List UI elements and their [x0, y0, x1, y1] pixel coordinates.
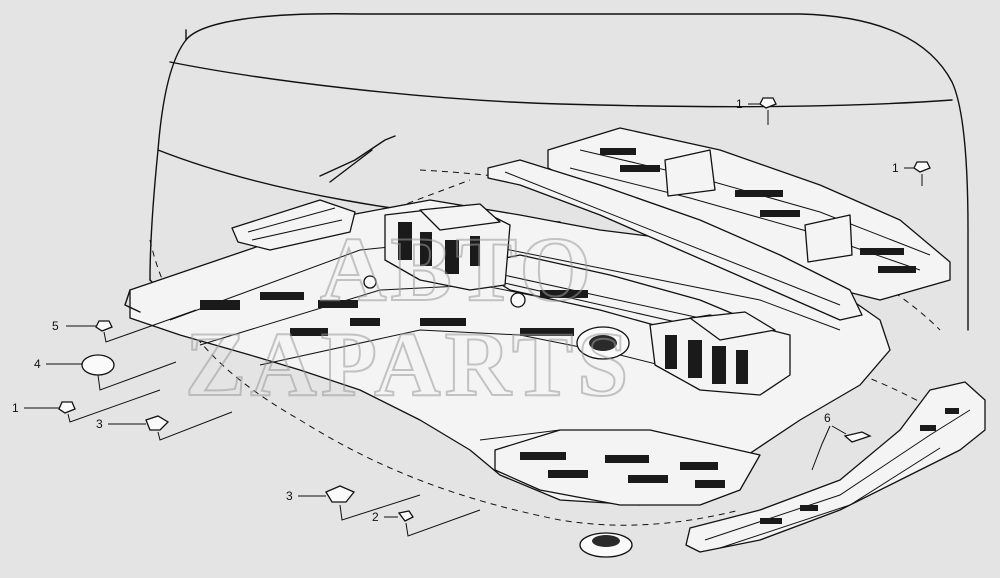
- plug-part-icon: [325, 485, 356, 503]
- side-rail-lower-right: [685, 381, 986, 553]
- callout-1-right: 1: [892, 161, 931, 186]
- callout-number: 3: [286, 489, 293, 503]
- plug-part-icon: [759, 97, 777, 109]
- callout-number: 3: [96, 417, 103, 431]
- callout-number: 5: [52, 319, 59, 333]
- callout-number: 1: [736, 97, 743, 111]
- callout-4: 4: [34, 354, 177, 391]
- callout-number: 1: [892, 161, 899, 175]
- callout-number: 2: [372, 510, 379, 524]
- seat-bracket-right: [576, 311, 791, 396]
- callout-2: 2: [372, 509, 481, 537]
- bottom-grommet: [579, 532, 633, 558]
- plug-part-icon: [58, 401, 76, 414]
- side-sill-upper: [487, 159, 863, 321]
- callout-5: 5: [52, 309, 197, 343]
- plug-part-icon: [913, 161, 931, 173]
- front-left-panel: [231, 135, 396, 251]
- callout-1-upper: 1: [736, 97, 777, 125]
- watermark-line1: ABTO: [320, 218, 595, 320]
- watermark: ABTO ZAPARTS: [184, 217, 632, 416]
- seat-bracket-left: [384, 203, 511, 291]
- plug-part-icon: [397, 510, 414, 522]
- callout-3-bottom: 3: [286, 485, 421, 521]
- callout-6: 6: [811, 411, 872, 471]
- watermark-line2: ZAPARTS: [185, 313, 632, 415]
- callout-number: 6: [824, 411, 831, 425]
- callout-1-left: 1: [12, 389, 161, 423]
- front-floor-details: [124, 275, 588, 336]
- lower-floor-section: [494, 429, 761, 506]
- plug-part-icon: [95, 320, 113, 332]
- pad-part-icon: [843, 431, 872, 443]
- callout-3-left: 3: [96, 411, 233, 441]
- callout-number: 1: [12, 401, 19, 415]
- rear-floor-panel: [547, 127, 951, 301]
- callout-number: 4: [34, 357, 41, 371]
- plug-part-icon: [145, 415, 170, 431]
- plug-part-icon: [81, 354, 115, 376]
